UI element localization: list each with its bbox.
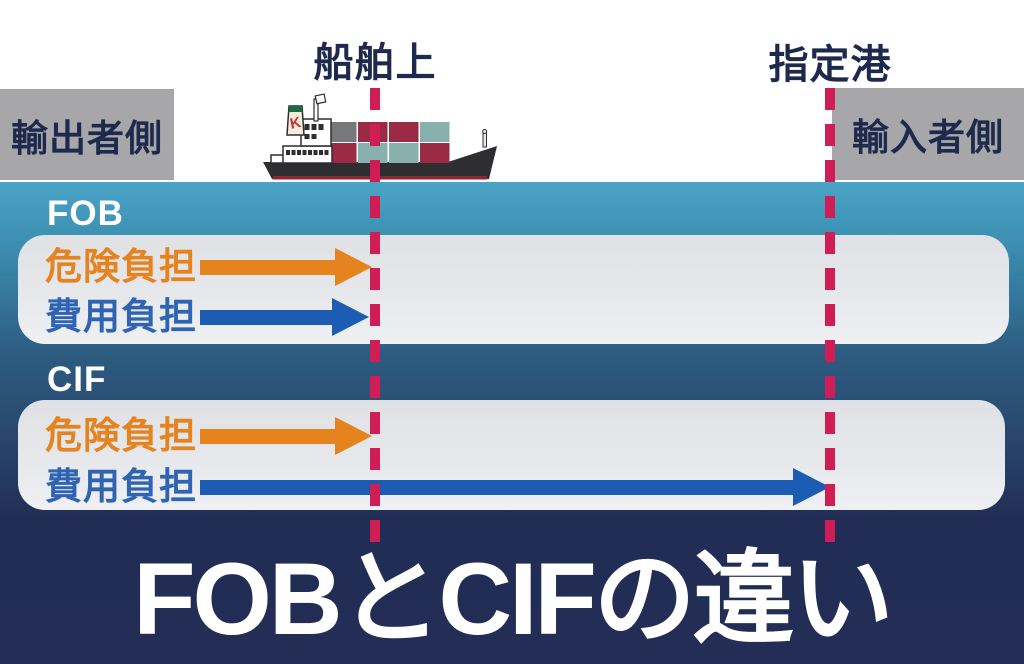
ship-funnel: K [286,105,305,136]
cif-cost-arrow [200,468,830,506]
fob-cost-label: 費用負担 [45,296,197,337]
fob-risk-arrow [200,248,372,286]
fob-risk-label: 危険負担 [45,246,197,287]
ship-mast [313,93,327,122]
ship-containers [327,122,450,163]
arrow-head [335,417,372,455]
arrow-shaft [200,479,793,495]
cif-risk-arrow [200,417,372,455]
on-board-label: 船舶上 [313,41,437,85]
importer-side-label: 輸入者側 [852,117,1004,158]
arrow-shaft [200,259,335,275]
fob-section-label: FOB [47,194,124,233]
fob-cost-arrow [200,298,369,336]
arrow-shaft [200,428,335,444]
ship-bow-mast [482,129,488,148]
arrow-head [793,468,830,506]
on-board-boundary-line [370,88,380,548]
ship-windows [286,124,329,155]
arrow-head [332,298,369,336]
arrow-shaft [200,309,332,325]
main-title: FOBとCIFの違い [133,542,894,656]
exporter-side-box: 輸出者側 [0,89,174,180]
designated-port-boundary-line [825,88,835,548]
cif-risk-label: 危険負担 [45,415,197,456]
cif-section-label: CIF [47,360,107,399]
cif-cost-label: 費用負担 [45,466,197,507]
ship-keel-stripe [273,176,487,180]
exporter-side-label: 輸出者側 [11,117,163,159]
arrow-head [335,248,372,286]
fob-panel [18,235,1009,344]
importer-side-box: 輸入者側 [832,88,1024,180]
cargo-ship-icon: K [263,93,497,180]
designated-port-label: 指定港 [768,43,892,87]
funnel-letter: K [288,114,302,133]
